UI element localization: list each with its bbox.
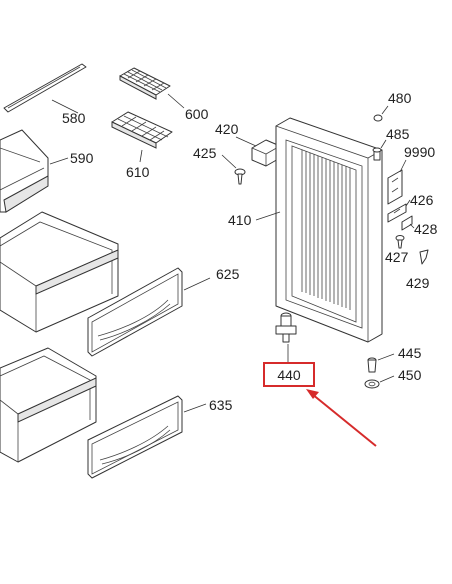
- gasket-strip-drawing: [3, 63, 87, 113]
- spring-429-drawing: [419, 249, 429, 265]
- lower-drawer-drawing: [0, 347, 97, 463]
- highlight-arrow-head: [306, 389, 319, 399]
- freezer-door-drawing: [275, 117, 383, 343]
- screw-425-drawing: [234, 168, 246, 185]
- leader-425: [221, 154, 237, 169]
- highlight-arrow-line: [311, 393, 377, 447]
- leader-420: [235, 136, 257, 147]
- label-610: 610: [126, 164, 150, 180]
- upper-drawer-front-drawing: [87, 267, 183, 357]
- cap-480-drawing: [373, 114, 383, 122]
- label-440-highlighted: 440: [277, 367, 301, 383]
- washer-450-drawing: [364, 379, 380, 389]
- label-485: 485: [386, 126, 410, 142]
- label-429: 429: [406, 275, 430, 291]
- leader-590: [49, 157, 69, 165]
- leader-580: [51, 99, 79, 114]
- label-427: 427: [385, 249, 409, 265]
- label-9990: 9990: [404, 144, 435, 160]
- leader-480: [381, 105, 389, 115]
- label-580: 580: [62, 110, 86, 126]
- pin-485-drawing: [372, 147, 382, 161]
- label-635: 635: [209, 397, 233, 413]
- hinge-pin-440-drawing: [275, 312, 297, 343]
- highlight-box-440: [263, 362, 315, 387]
- foot-445-drawing: [367, 357, 377, 373]
- label-426: 426: [410, 192, 434, 208]
- leader-426: [405, 199, 411, 207]
- latch-426-drawing: [387, 203, 407, 223]
- leader-600: [167, 93, 185, 109]
- label-445: 445: [398, 345, 422, 361]
- leader-635: [183, 403, 207, 413]
- leader-9990: [399, 159, 407, 173]
- bracket-9990-drawing: [387, 169, 403, 205]
- crisper-shelf-drawing: [0, 129, 49, 213]
- label-410: 410: [228, 212, 252, 228]
- label-450: 450: [398, 367, 422, 383]
- label-600: 600: [185, 106, 209, 122]
- leader-485: [380, 139, 387, 149]
- ice-tray-bottom-drawing: [111, 111, 173, 149]
- lower-drawer-front-drawing: [87, 395, 183, 479]
- clip-428-drawing: [401, 215, 413, 231]
- leader-450: [379, 375, 395, 383]
- upper-drawer-drawing: [0, 211, 119, 333]
- label-428: 428: [414, 221, 438, 237]
- leader-445: [377, 353, 395, 361]
- label-420: 420: [215, 121, 239, 137]
- label-590: 590: [70, 150, 94, 166]
- leader-428: [409, 223, 415, 229]
- leader-610: [139, 149, 143, 163]
- label-480: 480: [388, 90, 412, 106]
- ice-tray-top-drawing: [119, 67, 171, 100]
- leader-410: [255, 211, 281, 221]
- leader-625: [183, 277, 211, 291]
- label-425: 425: [193, 145, 217, 161]
- screw-427-drawing: [395, 235, 405, 249]
- label-625: 625: [216, 266, 240, 282]
